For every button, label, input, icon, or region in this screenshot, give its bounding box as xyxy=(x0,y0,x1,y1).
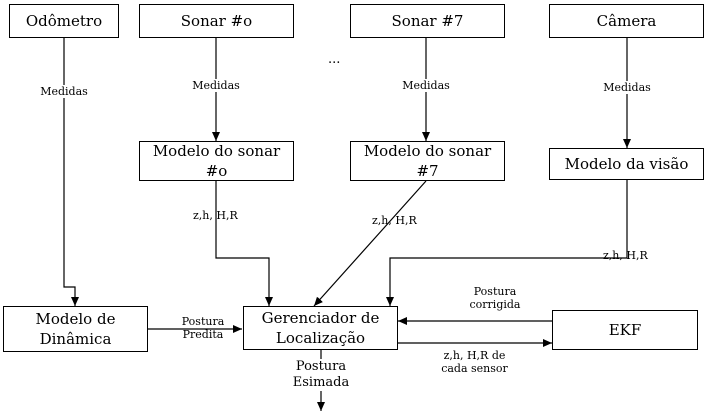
arrow-sonar7-gerenciador xyxy=(313,180,427,307)
medidas-label-sonar0: Medidas xyxy=(192,79,240,92)
zhhr-label-sonar0: z,h, H,R xyxy=(193,209,238,222)
zhhr-label-visao: z,h, H,R xyxy=(603,249,648,262)
box-modelo-visao: Modelo da visão xyxy=(549,148,704,180)
zhhr-cada-sensor-label: z,h, H,R de cada sensor xyxy=(432,349,517,375)
postura-estimada-line1: Postura xyxy=(281,359,361,375)
postura-predita-line1: Postura xyxy=(181,315,225,328)
box-modelo-sonar7: Modelo do sonar #7 xyxy=(350,141,505,181)
box-modelo-dinamica: Modelo de Dinâmica xyxy=(3,306,148,352)
zhhr-cada-line1: z,h, H,R de xyxy=(443,349,506,362)
box-gerenciador-line2: Localização xyxy=(275,329,366,347)
box-odometro: Odômetro xyxy=(9,4,119,38)
ellipsis-label: ... xyxy=(328,52,341,67)
box-ekf: EKF xyxy=(552,310,698,350)
medidas-label-camera: Medidas xyxy=(603,81,651,94)
postura-predita-label: Postura Predita xyxy=(178,315,228,341)
postura-corrigida-line2: corrigida xyxy=(469,298,521,311)
box-sonar0: Sonar #o xyxy=(139,4,294,38)
postura-estimada-label: Postura Esimada xyxy=(281,359,361,391)
box-gerenciador: Gerenciador de Localização xyxy=(243,306,398,350)
arrow-odometro-dinamica xyxy=(63,38,79,306)
postura-predita-line2: Predita xyxy=(182,328,224,341)
box-camera-label: Câmera xyxy=(596,12,657,30)
box-gerenciador-line1: Gerenciador de xyxy=(261,309,380,327)
box-modelo-sonar0-label: Modelo do sonar #o xyxy=(152,142,281,180)
box-modelo-visao-label: Modelo da visão xyxy=(564,155,689,173)
medidas-label-sonar7: Medidas xyxy=(402,79,450,92)
box-odometro-label: Odômetro xyxy=(25,12,103,30)
box-sonar7: Sonar #7 xyxy=(350,4,505,38)
box-modelo-dinamica-line1: Modelo de xyxy=(35,310,116,328)
box-ekf-label: EKF xyxy=(608,321,642,339)
box-sonar0-label: Sonar #o xyxy=(180,12,253,30)
postura-corrigida-line1: Postura xyxy=(473,285,517,298)
medidas-label-odometro: Medidas xyxy=(40,85,88,98)
postura-corrigida-label: Postura corrigida xyxy=(455,285,535,311)
box-modelo-sonar7-label: Modelo do sonar #7 xyxy=(363,142,492,180)
box-modelo-sonar0: Modelo do sonar #o xyxy=(139,141,294,181)
postura-estimada-line2: Esimada xyxy=(281,375,361,391)
box-sonar7-label: Sonar #7 xyxy=(391,12,464,30)
zhhr-label-sonar7: z,h, H,R xyxy=(372,214,417,227)
zhhr-cada-line2: cada sensor xyxy=(441,362,508,375)
box-modelo-dinamica-line2: Dinâmica xyxy=(39,330,112,348)
arrow-sonar0-gerenciador xyxy=(215,181,273,306)
arrow-visao-gerenciador xyxy=(386,180,628,306)
box-camera: Câmera xyxy=(549,4,704,38)
